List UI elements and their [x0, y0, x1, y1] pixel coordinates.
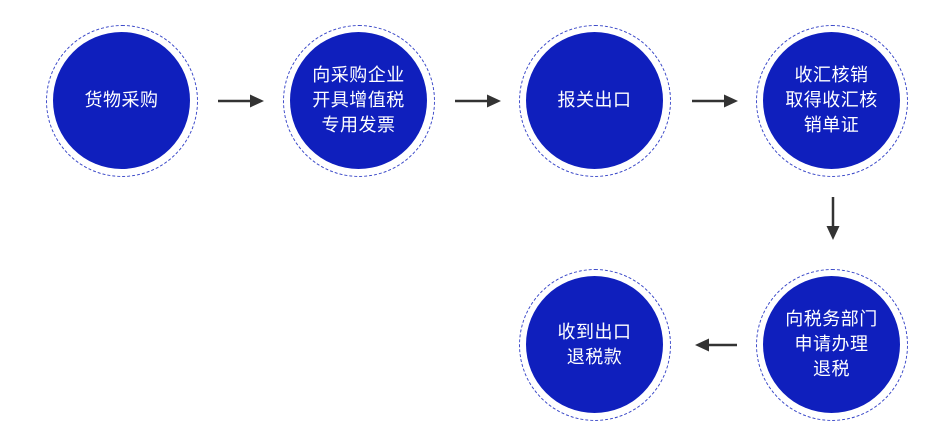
step-node-3: 报关出口 [519, 25, 671, 177]
step-5-line-3: 退税 [813, 359, 850, 380]
step-6-line-1: 收到出口 [557, 321, 632, 343]
step-1-line-1: 货物采购 [84, 90, 159, 111]
step-4-line-3: 销单证 [803, 115, 860, 136]
arrow-down-icon [826, 197, 840, 240]
arrow-right-icon [218, 94, 264, 108]
step-5-line-1: 向税务部门 [785, 309, 878, 330]
step-node-1: 货物采购 [46, 25, 198, 177]
step-disc-6: 收到出口 退税款 [526, 276, 663, 413]
step-disc-1: 货物采购 [53, 32, 190, 169]
arrow-left-icon [695, 338, 737, 352]
step-disc-4: 收汇核销 取得收汇核 销单证 [763, 32, 900, 169]
step-2-line-2: 开具增值税 [312, 90, 405, 111]
step-disc-5: 向税务部门 申请办理 退税 [763, 276, 900, 413]
step-node-4: 收汇核销 取得收汇核 销单证 [756, 25, 908, 177]
step-4-line-1: 收汇核销 [794, 65, 869, 86]
step-node-2: 向采购企业 开具增值税 专用发票 [283, 25, 435, 177]
arrow-right-icon [455, 94, 501, 108]
step-2-line-3: 专用发票 [321, 115, 396, 136]
step-node-5: 向税务部门 申请办理 退税 [756, 269, 908, 421]
arrow-right-icon [692, 94, 738, 108]
step-disc-2: 向采购企业 开具增值税 专用发票 [290, 32, 427, 169]
step-node-6: 收到出口 退税款 [519, 269, 671, 421]
step-3-line-1: 报关出口 [557, 90, 632, 111]
step-5-line-2: 申请办理 [794, 334, 869, 355]
step-disc-3: 报关出口 [526, 32, 663, 169]
step-4-line-2: 取得收汇核 [785, 90, 878, 111]
step-6-line-2: 退税款 [566, 346, 623, 368]
step-2-line-1: 向采购企业 [312, 65, 405, 86]
